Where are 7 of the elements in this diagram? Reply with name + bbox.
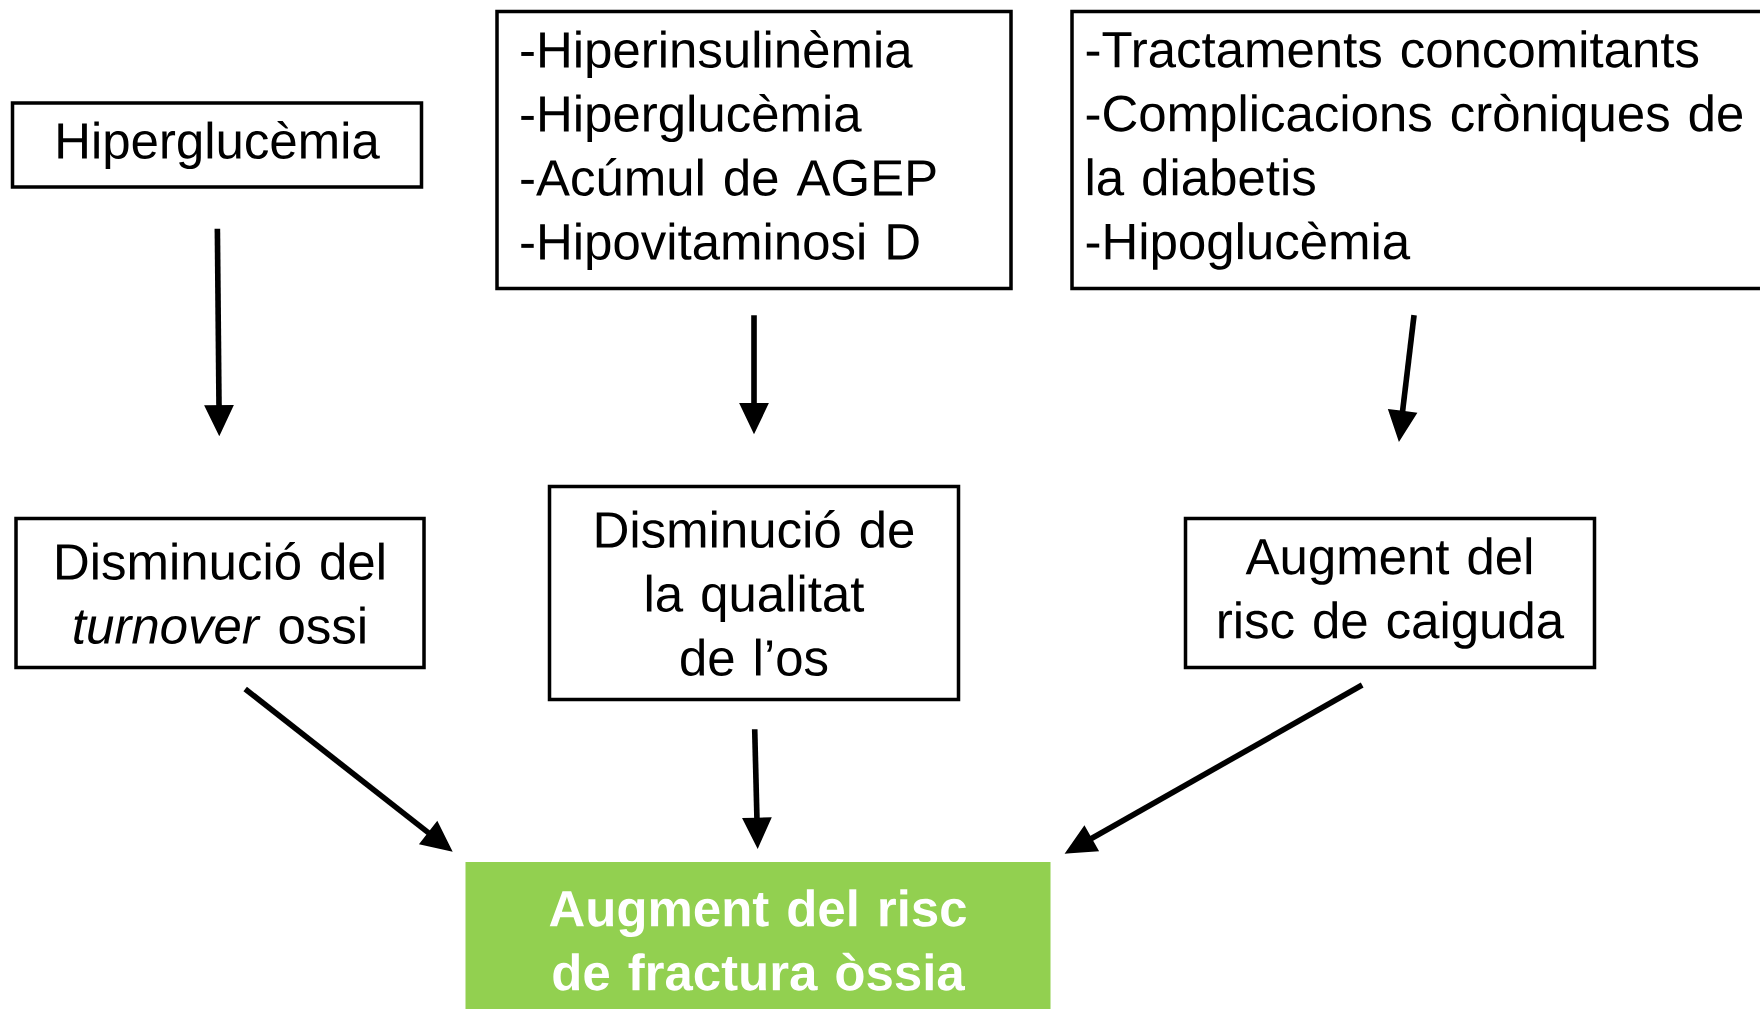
- text-box: Augment del risc de caiguda: [1183, 516, 1597, 670]
- text-box: Hiperglucèmia: [10, 101, 424, 189]
- text-box: Disminució de la qualitat de l’os: [547, 484, 961, 702]
- result-box: Augment del risc de fractura òssia: [465, 862, 1051, 1009]
- list-box: -Hiperinsulinèmia -Hiperglucèmia -Acúmul de AGEP -Hipovitaminosi D: [495, 9, 1013, 291]
- text-box: Disminució del turnover ossi: [14, 516, 426, 670]
- list-box: -Tractaments concomitants -Complicacions cròniques de la diabetis -Hipoglucèmia: [1070, 9, 1760, 291]
